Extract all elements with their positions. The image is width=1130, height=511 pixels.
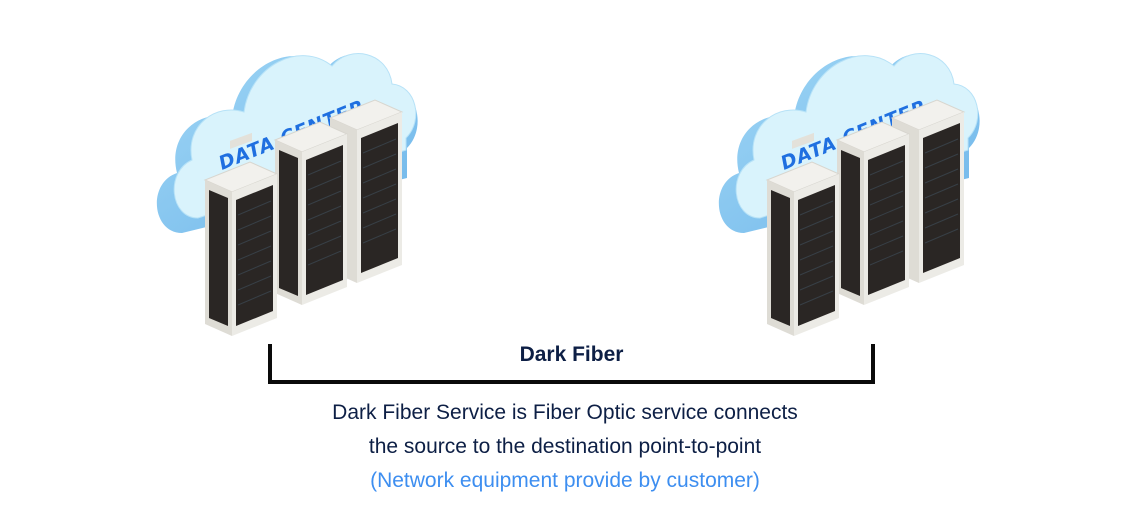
server-rack-2 — [835, 121, 911, 305]
server-rack-1 — [203, 132, 279, 336]
description-line-1: Dark Fiber Service is Fiber Optic servic… — [332, 401, 798, 424]
data-center-left: DATA CENTER — [150, 0, 430, 340]
description-note: (Network equipment provide by customer) — [370, 469, 760, 492]
server-rack-1 — [765, 132, 841, 336]
bracket-line — [268, 344, 875, 384]
dark-fiber-connector — [268, 344, 875, 384]
rack-slot-lines — [237, 138, 397, 306]
connection-label: Dark Fiber — [519, 343, 624, 366]
cloud-server-rack-icon: DATA CENTER — [712, 0, 992, 340]
server-rack-2 — [273, 121, 349, 305]
data-center-right: DATA CENTER — [712, 0, 992, 340]
description-line-2: the source to the destination point-to-p… — [368, 435, 762, 458]
rack-slot-lines — [799, 138, 959, 306]
cloud-server-rack-icon: DATA CENTER — [150, 0, 430, 340]
